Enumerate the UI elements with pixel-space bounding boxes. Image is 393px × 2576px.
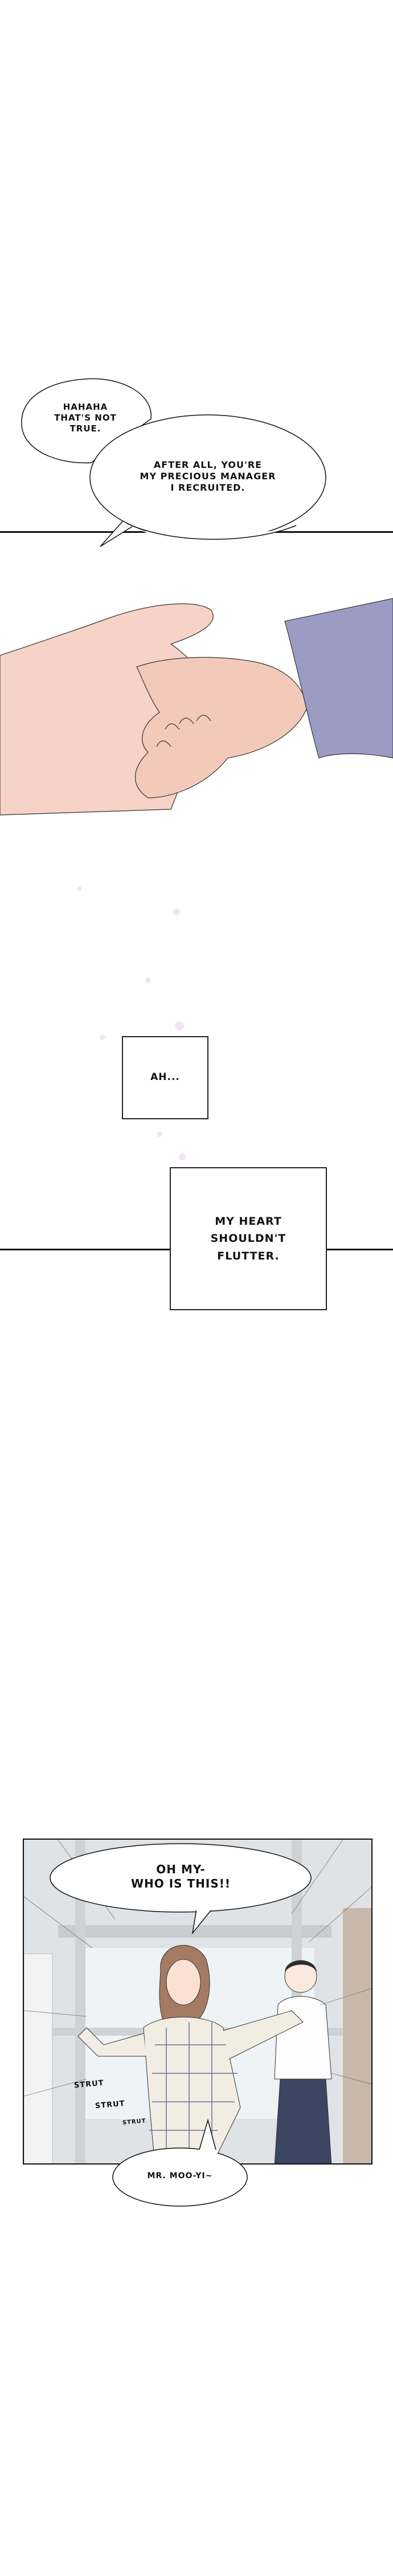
caption-box-ah: AH... bbox=[122, 1036, 208, 1119]
caption-line: SHOULDN'T bbox=[210, 1232, 286, 1245]
man-figure bbox=[274, 1960, 332, 2163]
speech-bubble-mr-moo-yi: MR. MOO-YI~ bbox=[147, 2171, 213, 2180]
bubble-line: MY PRECIOUS MANAGER bbox=[140, 471, 276, 482]
hand-illustration bbox=[0, 378, 393, 1160]
speech-bubble-b: AFTER ALL, YOU'RE MY PRECIOUS MANAGER I … bbox=[108, 459, 308, 494]
bubble-line: TRUE. bbox=[69, 423, 101, 434]
bubble-line: WHO IS THIS!! bbox=[130, 1877, 231, 1890]
speech-bubble-a: HAHAHA THAT'S NOT TRUE. bbox=[34, 402, 137, 434]
caption-line: FLUTTER. bbox=[217, 1249, 280, 1262]
bubble-line: OH MY- bbox=[156, 1862, 206, 1876]
bubble-line: I RECRUITED. bbox=[170, 482, 245, 493]
speech-bubble-oh-my: OH MY- WHO IS THIS!! bbox=[51, 1862, 310, 1891]
bubble-line: HAHAHA bbox=[63, 402, 108, 412]
sparkles bbox=[77, 887, 186, 1160]
caption-text: AH... bbox=[150, 1071, 180, 1083]
bubble-line: AFTER ALL, YOU'RE bbox=[153, 459, 263, 470]
caption-text: MY HEART SHOULDN'T FLUTTER. bbox=[211, 1213, 286, 1265]
caption-box-heart: MY HEART SHOULDN'T FLUTTER. bbox=[170, 1167, 327, 1310]
bubble-line: THAT'S NOT bbox=[54, 412, 117, 423]
panel-border bbox=[0, 531, 393, 533]
caption-line: MY HEART bbox=[215, 1214, 282, 1228]
